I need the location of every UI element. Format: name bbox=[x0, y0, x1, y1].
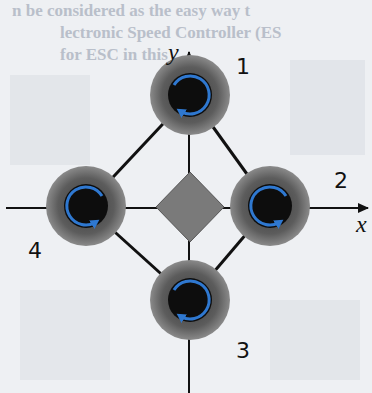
background-text: lectronic Speed Controller (ES bbox=[60, 24, 281, 41]
callout-number: 4 bbox=[28, 240, 42, 262]
callout-number: 2 bbox=[334, 170, 348, 192]
rotors bbox=[46, 55, 310, 340]
callout-number: 1 bbox=[236, 56, 250, 78]
callout-number: 3 bbox=[236, 340, 250, 362]
center-body bbox=[156, 172, 224, 242]
axis-label: x bbox=[356, 212, 367, 236]
background-text: for ESC in this bbox=[60, 46, 168, 63]
axis-label: y bbox=[168, 40, 179, 64]
background-text: n be considered as the easy way t bbox=[12, 2, 250, 19]
